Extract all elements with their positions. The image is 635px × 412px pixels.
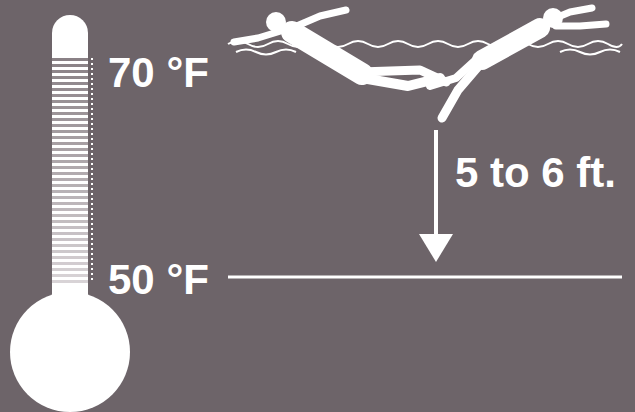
scale-tick <box>52 268 88 271</box>
scale-tick <box>52 256 88 259</box>
scale-tick <box>52 112 88 115</box>
scale-tick <box>52 94 88 97</box>
water-surface <box>228 41 622 47</box>
temperature-label: 70 °F <box>108 52 209 94</box>
scale-tick <box>52 262 88 265</box>
depth-arrow <box>419 130 453 262</box>
scale-tick <box>52 64 88 67</box>
swimmers <box>234 8 606 118</box>
scale-tick <box>52 250 88 253</box>
scale-tick <box>52 82 88 85</box>
scale-tick <box>52 88 88 91</box>
temperature-label: 50 °F <box>108 259 209 301</box>
water-ripple <box>236 50 296 55</box>
scale-tick <box>52 238 88 241</box>
water-ripple <box>560 50 620 55</box>
scale-tick <box>52 142 88 145</box>
swimmer-left <box>234 10 446 86</box>
scale-tick <box>52 136 88 139</box>
scale-tick <box>52 172 88 175</box>
scale-tick <box>52 196 88 199</box>
scale-tick <box>52 190 88 193</box>
scale-tick <box>52 76 88 79</box>
scale-tick <box>52 184 88 187</box>
scale-tick <box>52 208 88 211</box>
scale-tick <box>52 58 88 61</box>
scale-tick <box>52 244 88 247</box>
scale-tick <box>52 148 88 151</box>
scale-tick <box>52 220 88 223</box>
scale-tick <box>52 280 88 283</box>
thermometer-tube <box>52 15 88 315</box>
scale-tick <box>52 154 88 157</box>
thermometer-scale <box>52 58 88 283</box>
scale-tick <box>52 160 88 163</box>
scale-tick <box>52 274 88 277</box>
scale-tick <box>52 130 88 133</box>
scale-tick <box>52 226 88 229</box>
scale-tick <box>52 106 88 109</box>
scale-tick <box>52 100 88 103</box>
scale-tick <box>52 178 88 181</box>
scale-dotted-line <box>91 58 93 282</box>
scale-tick <box>52 124 88 127</box>
depth-label: 5 to 6 ft. <box>455 152 616 194</box>
scale-tick <box>52 70 88 73</box>
scale-tick <box>52 214 88 217</box>
thermocline-line <box>228 276 622 279</box>
scale-tick <box>52 166 88 169</box>
scale-tick <box>52 202 88 205</box>
swimmer-right <box>430 8 606 118</box>
thermometer-bulb <box>10 292 130 412</box>
scale-tick <box>52 232 88 235</box>
scale-tick <box>52 118 88 121</box>
